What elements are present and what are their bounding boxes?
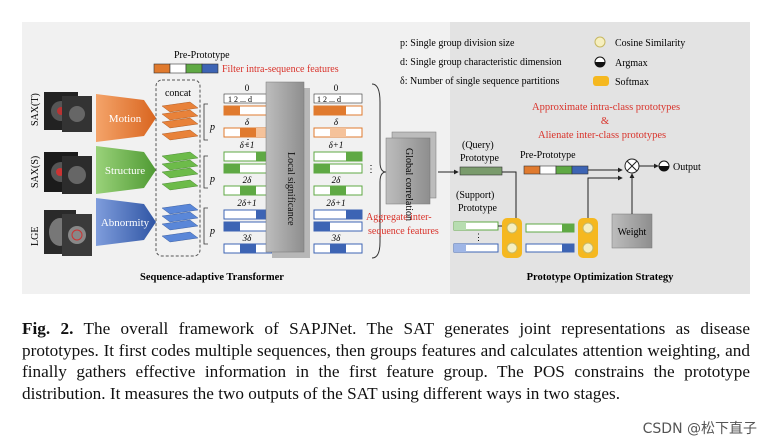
pre-prototype-right-bar bbox=[523, 165, 589, 175]
filter-text: Filter intra-sequence features bbox=[222, 64, 339, 75]
svg-text:3δ: 3δ bbox=[242, 233, 253, 243]
query-prototype-bar bbox=[459, 166, 503, 176]
feature-stacks bbox=[161, 101, 199, 243]
watermark: CSDN @松下直子 bbox=[642, 421, 757, 437]
support-label-2: Prototype bbox=[458, 203, 497, 214]
grouping-brackets bbox=[203, 103, 208, 245]
softmax-icon bbox=[593, 76, 609, 86]
svg-text:0: 0 bbox=[245, 83, 250, 93]
pre-prototype-top-label: Pre-Prototype bbox=[174, 50, 230, 61]
svg-text:δ: δ bbox=[334, 117, 339, 127]
support-dots: ⋮ bbox=[474, 232, 483, 242]
svg-text:Structure: Structure bbox=[105, 165, 145, 177]
pre-prototype-top-bar bbox=[153, 63, 219, 74]
stage1-output-bars bbox=[525, 223, 575, 253]
weight-label: Weight bbox=[618, 227, 647, 238]
support-label-1: (Support) bbox=[456, 190, 494, 201]
dots-left: ⋮ bbox=[243, 138, 253, 149]
branch-abnormity: Abnormity bbox=[96, 198, 156, 246]
mri-images-saxt bbox=[44, 92, 92, 132]
legend-d: d: Single group characteristic dimension bbox=[400, 57, 562, 68]
caption-label: Fig. 2. bbox=[22, 319, 74, 338]
mri-images-saxs bbox=[44, 152, 92, 194]
pre-prototype-right-label: Pre-Prototype bbox=[520, 150, 576, 161]
dots-right: ⋮ bbox=[366, 164, 376, 175]
query-to-stage1 bbox=[502, 171, 519, 235]
aggregate-line2: sequence features bbox=[368, 226, 439, 237]
weight-box bbox=[611, 213, 653, 249]
framework-figure: SAX(T) SAX(S) LGE Motion Structure Abnor… bbox=[22, 22, 750, 294]
caption-text: The overall framework of SAPJNet. The SA… bbox=[22, 319, 750, 403]
svg-text:3δ: 3δ bbox=[331, 233, 342, 243]
svg-text:2δ+1: 2δ+1 bbox=[237, 198, 256, 208]
svg-text:Local significance: Local significance bbox=[285, 152, 296, 226]
p-label-1: p bbox=[209, 122, 215, 133]
mri-images-lge bbox=[44, 210, 92, 256]
stage2-to-cos bbox=[587, 175, 623, 218]
pos-title: Prototype Optimization Strategy bbox=[527, 272, 675, 283]
svg-text:1 2 ... d: 1 2 ... d bbox=[228, 95, 252, 104]
svg-text:δ+1: δ+1 bbox=[329, 140, 344, 150]
concat-box bbox=[155, 79, 201, 257]
branch-structure: Structure bbox=[96, 146, 156, 194]
left-feature-bars: 0 1 2 ... d δ δ+1 2δ 2δ+1 3δ bbox=[223, 83, 273, 254]
concat-label: concat bbox=[165, 88, 191, 99]
svg-text:0: 0 bbox=[334, 83, 339, 93]
approx-line2: Alienate inter-class prototypes bbox=[538, 130, 666, 141]
svg-text:2δ: 2δ bbox=[332, 175, 342, 185]
legend-softmax: Softmax bbox=[615, 77, 649, 88]
multiply-node bbox=[624, 158, 640, 174]
svg-text:δ+1: δ+1 bbox=[240, 140, 255, 150]
svg-text:Motion: Motion bbox=[109, 113, 142, 125]
row-label-lge: LGE bbox=[30, 227, 41, 246]
local-significance-block: Local significance bbox=[265, 81, 310, 258]
branch-motion: Motion bbox=[96, 94, 156, 142]
svg-text:2δ+1: 2δ+1 bbox=[326, 198, 345, 208]
cosine-similarity-icon bbox=[594, 36, 606, 48]
query-label-2: Prototype bbox=[460, 153, 499, 164]
svg-text:2δ: 2δ bbox=[243, 175, 253, 185]
svg-text:Global correlation: Global correlation bbox=[403, 148, 414, 221]
svg-text:δ: δ bbox=[245, 117, 250, 127]
row-label-saxs: SAX(S) bbox=[30, 156, 41, 188]
approx-amp: & bbox=[601, 116, 609, 127]
query-label-1: (Query) bbox=[462, 140, 494, 151]
svg-text:1 2 ... d: 1 2 ... d bbox=[317, 95, 341, 104]
row-label-saxt: SAX(T) bbox=[30, 93, 41, 126]
argmax-icon bbox=[594, 56, 606, 68]
aggregate-line1: Aggregate inter- bbox=[366, 212, 432, 223]
legend-cosine: Cosine Similarity bbox=[615, 38, 685, 49]
argmax-output-icon bbox=[658, 160, 670, 172]
right-feature-bars: 0 1 2 ... d δ δ+1 2δ 2δ+1 3δ bbox=[313, 83, 363, 254]
p-label-2: p bbox=[209, 174, 215, 185]
stage2-softmax bbox=[578, 218, 598, 258]
stage1-softmax bbox=[502, 218, 522, 258]
approx-line1: Approximate intra-class prototypes bbox=[532, 102, 680, 113]
legend-argmax: Argmax bbox=[615, 58, 648, 69]
global-correlation-block: Global correlation bbox=[385, 131, 437, 221]
figure-caption: Fig. 2. The overall framework of SAPJNet… bbox=[22, 318, 750, 404]
svg-text:Abnormity: Abnormity bbox=[101, 217, 150, 229]
output-label: Output bbox=[673, 162, 701, 173]
p-label-3: p bbox=[209, 226, 215, 237]
sat-title: Sequence-adaptive Transformer bbox=[140, 272, 284, 283]
legend-delta: δ: Number of single sequence partitions bbox=[400, 76, 560, 87]
legend-p: p: Single group division size bbox=[400, 38, 515, 49]
